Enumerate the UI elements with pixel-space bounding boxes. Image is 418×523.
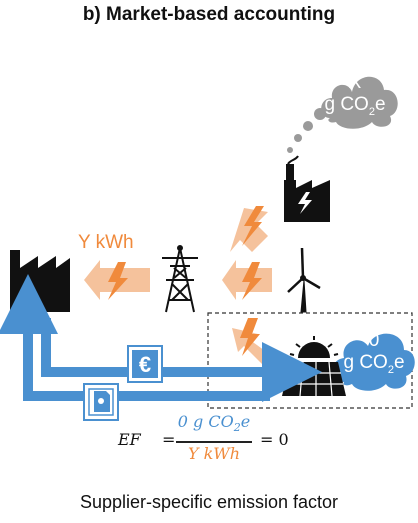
power-plant-icon: [284, 155, 330, 222]
blue-cloud-text: 0 g CO2e: [343, 330, 405, 376]
euro-icon: €: [127, 345, 163, 383]
figure-title: b) Market-based accounting: [82, 4, 336, 25]
energy-label: Y kWh: [78, 232, 134, 253]
grey-emission-cloud: [287, 76, 398, 153]
power-pylon-icon: [162, 245, 198, 313]
supplier-boundary: [207, 312, 413, 409]
grey-cloud-text: X g CO2e: [324, 72, 386, 118]
certificate-icon: [83, 383, 119, 421]
certificate-flow-arrow: [0, 274, 270, 401]
emission-factor-formula: EF = 0 g CO2e Y kWh = 0: [118, 412, 318, 472]
money-flow-arrow: [41, 318, 322, 402]
energy-arrow-wind-to-grid: [222, 260, 272, 300]
formula-denominator: Y kWh: [187, 444, 241, 463]
caption: Supplier-specific emission factor: [79, 492, 339, 512]
factory-icon: [10, 250, 70, 312]
wind-turbine-icon: [287, 247, 321, 313]
formula-result: = 0: [260, 430, 289, 449]
energy-arrow-plant-to-grid: [230, 206, 268, 252]
fraction-bar: [176, 441, 252, 443]
energy-arrow-grid-to-factory: [84, 260, 150, 300]
svg-text:€: €: [139, 352, 151, 377]
energy-arrow-solar-to-grid: [232, 318, 272, 366]
blue-emission-cloud: [332, 333, 415, 391]
formula-numerator: 0 g CO2e: [177, 412, 251, 435]
formula-equals: =: [162, 430, 176, 449]
formula-lhs: EF: [118, 430, 141, 449]
